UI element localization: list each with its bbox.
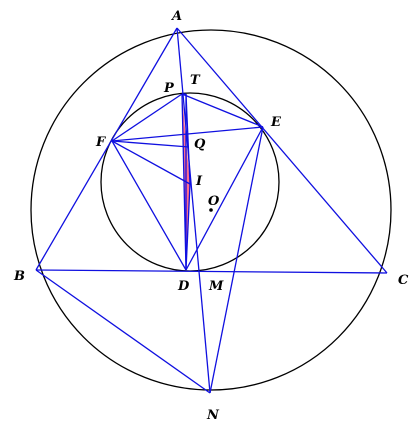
label-D: D	[177, 279, 190, 294]
segment-AB	[35, 27, 178, 271]
segment-FQ	[111, 140, 190, 148]
label-Q: Q	[194, 137, 206, 152]
label-O: O	[208, 194, 220, 209]
segment-ID	[185, 183, 191, 271]
segment-DF	[111, 140, 187, 271]
segment-AC	[176, 27, 388, 274]
segment-AN	[176, 27, 211, 394]
label-B: B	[13, 269, 25, 284]
segment-PF	[111, 93, 183, 142]
segment-EN	[209, 126, 264, 394]
segment-PD	[181, 93, 187, 271]
point-O-dot	[209, 208, 213, 212]
label-F: F	[95, 135, 106, 150]
segment-PE	[181, 93, 264, 128]
label-T: T	[190, 73, 201, 88]
label-P: P	[163, 81, 175, 96]
label-N: N	[206, 408, 220, 423]
label-C: C	[398, 273, 409, 288]
label-A: A	[170, 9, 182, 24]
segment-FI	[111, 140, 191, 185]
segment-BC	[35, 269, 388, 274]
label-M: M	[208, 279, 224, 294]
segment-BN	[35, 269, 211, 394]
segment-DE	[185, 126, 264, 271]
label-I: I	[195, 174, 203, 189]
label-E: E	[270, 115, 282, 130]
